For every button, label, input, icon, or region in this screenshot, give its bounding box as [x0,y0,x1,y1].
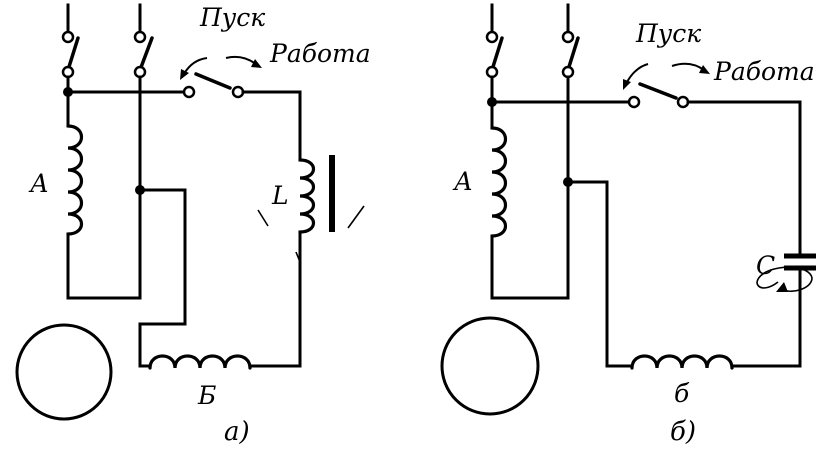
label-winding-a: А [28,169,49,198]
inductor-l [257,155,365,263]
capacitor-c [756,253,816,293]
label-winding-b: Б [197,381,216,410]
schematic-a: Пуск Работа А Б L а) [15,3,371,447]
winding-a-main [66,90,142,300]
motor-rotor-a [15,323,113,421]
switch-arrows-b [623,62,710,90]
label-winding-a-b: А [452,167,473,196]
start-run-switch-a [182,72,302,162]
label-capacitor: C [756,251,775,280]
winding-a-main-b [490,100,570,300]
supply-switch-1-b [485,3,504,104]
label-start-a: Пуск [199,3,265,32]
label-inductor: L [271,181,289,210]
schematic-b: Пуск Работа А б C б) [440,3,816,447]
caption-b: б) [670,417,696,447]
winding-b-aux [138,238,302,370]
motor-rotor-b [440,316,540,416]
winding-b-aux-b [605,268,802,370]
supply-switch-2-b [561,3,580,184]
start-run-switch-b [627,82,802,256]
caption-a: а) [224,417,250,447]
label-run-a: Работа [269,39,371,68]
label-start-b: Пуск [635,19,701,48]
supply-switch-1-a [61,3,80,94]
label-run-b: Работа [713,57,815,86]
supply-switch-2-a [133,3,154,192]
switch-arrows-a [180,55,262,80]
label-winding-b-b: б [674,379,690,408]
